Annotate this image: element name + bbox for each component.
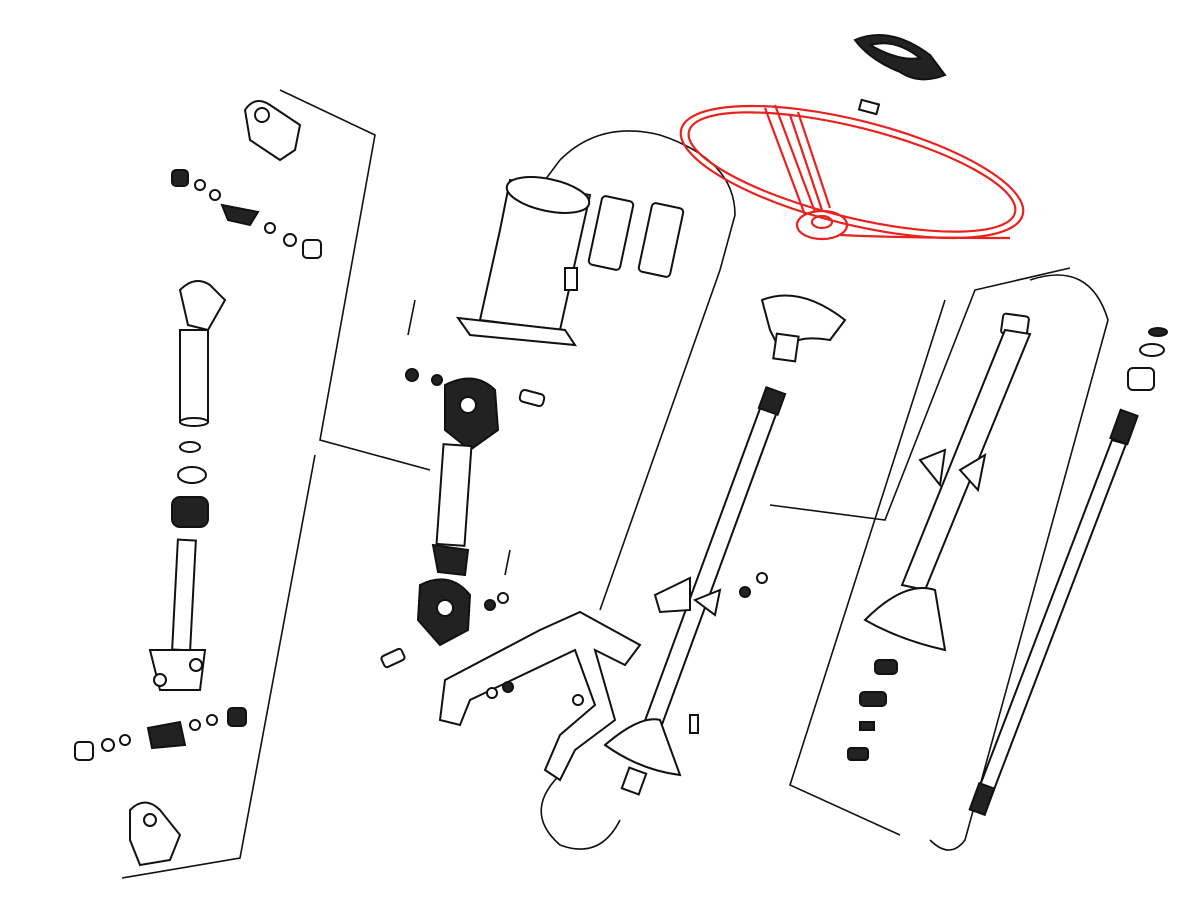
lower-shaft[interactable] (148, 538, 207, 691)
bearing-cross-kit-lower[interactable] (74, 707, 247, 761)
universal-joint-assembly[interactable] (380, 267, 578, 669)
seals[interactable] (1127, 327, 1168, 391)
gaskets[interactable] (587, 195, 685, 278)
horn-pad[interactable] (853, 34, 947, 81)
lower-column-shaft[interactable] (968, 408, 1139, 817)
universal-joint-yoke-bottom[interactable] (129, 801, 182, 867)
upper-column-tube[interactable] (847, 312, 1032, 761)
steering-wheel-nut[interactable] (857, 98, 881, 116)
intermediate-shaft[interactable] (178, 280, 227, 427)
group-outline-middle (540, 130, 736, 850)
group-outline-left (121, 89, 431, 879)
bearings[interactable] (171, 441, 209, 528)
universal-joint-yoke-top[interactable] (243, 100, 302, 162)
bearing-cross-kit-upper[interactable] (171, 169, 322, 259)
column-bracket[interactable] (438, 610, 642, 782)
steering-column-tube[interactable] (603, 294, 847, 796)
column-mount-housing[interactable] (455, 171, 592, 347)
steering-wheel[interactable] (669, 79, 1036, 265)
group-outline-right (769, 267, 1109, 851)
